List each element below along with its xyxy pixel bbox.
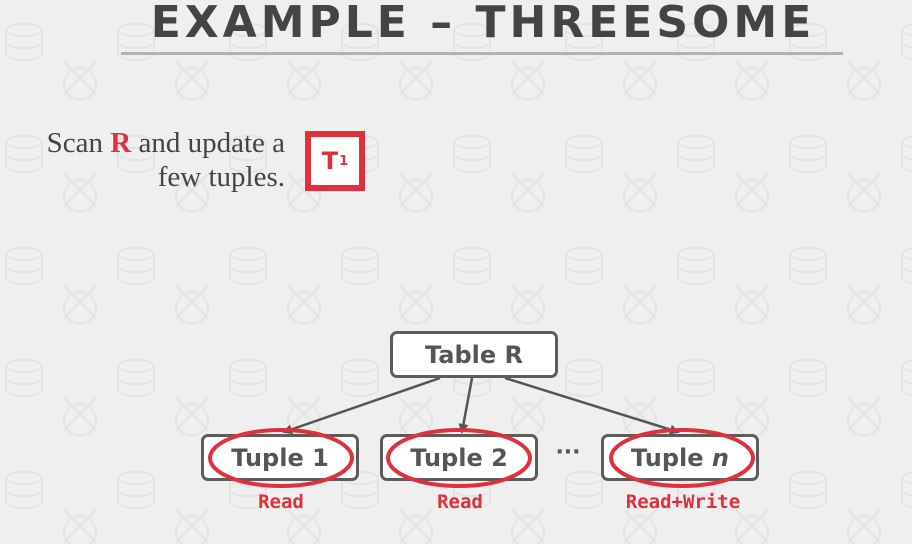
tuple-2-operation: Read (437, 491, 483, 513)
transaction-label: T (321, 147, 339, 175)
title-divider (121, 52, 843, 55)
tuple-2-box: Tuple 2 (380, 434, 538, 481)
slide-title: EXAMPLE – THREESOME (150, 0, 816, 48)
tuple-n-operation: Read+Write (625, 491, 741, 513)
table-r-box: Table R (390, 331, 558, 378)
transaction-subscript: 1 (339, 153, 349, 169)
tuple-1-box: Tuple 1 (201, 434, 359, 481)
description-prefix: Scan (46, 127, 111, 159)
tuple-1-operation: Read (258, 491, 304, 513)
tuple-n-prefix: Tuple (631, 443, 712, 472)
tuple-n-variable: n (711, 443, 729, 472)
tuple-ellipsis: ··· (555, 440, 581, 465)
table-name-highlight: R (110, 127, 132, 159)
tuple-n-box: Tuple n (601, 434, 759, 481)
description-suffix: and update a few tuples. (131, 127, 285, 193)
scan-description: Scan R and update a few tuples. (10, 126, 285, 194)
